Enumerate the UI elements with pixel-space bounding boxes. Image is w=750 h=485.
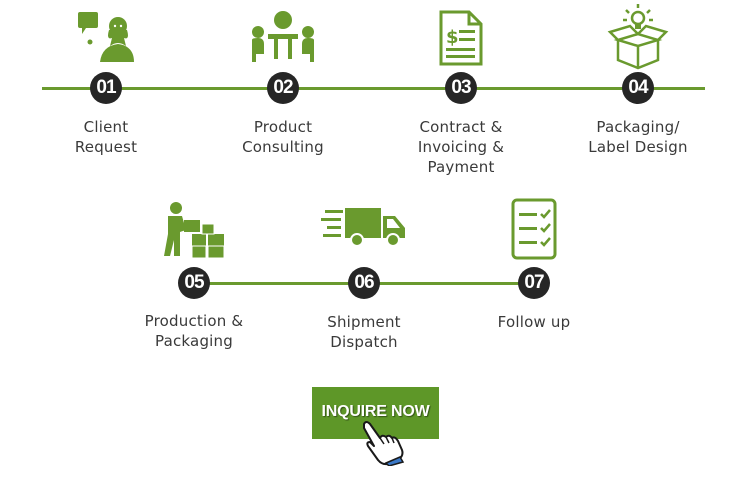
checklist-icon [511,198,557,260]
step-number-badge: 01 [90,72,122,104]
client-request-icon [78,12,134,62]
timeline-line-row1 [42,87,705,90]
inquire-now-label: INQUIRE NOW [321,403,430,420]
step-label: Contract &Invoicing &Payment [417,118,505,176]
meeting-icon [252,11,314,62]
step-label: Production &Packaging [144,312,244,350]
step-number-badge: 06 [348,267,380,299]
step-number-badge: 02 [267,72,299,104]
step-number-badge: 04 [622,72,654,104]
step-label: Follow up [497,313,571,331]
invoice-document-icon: $ [439,10,483,66]
delivery-truck-icon [321,208,405,247]
pointing-hand-icon [363,421,405,466]
open-box-lightbulb-icon [607,4,669,70]
step-label: Packaging/Label Design [588,118,688,156]
worker-boxes-icon [164,202,225,258]
inquire-now-button[interactable]: INQUIRE NOW [312,387,439,439]
step-number-badge: 05 [178,267,210,299]
step-number-badge: 03 [445,72,477,104]
svg-text:$: $ [446,27,459,48]
step-number-badge: 07 [518,267,550,299]
